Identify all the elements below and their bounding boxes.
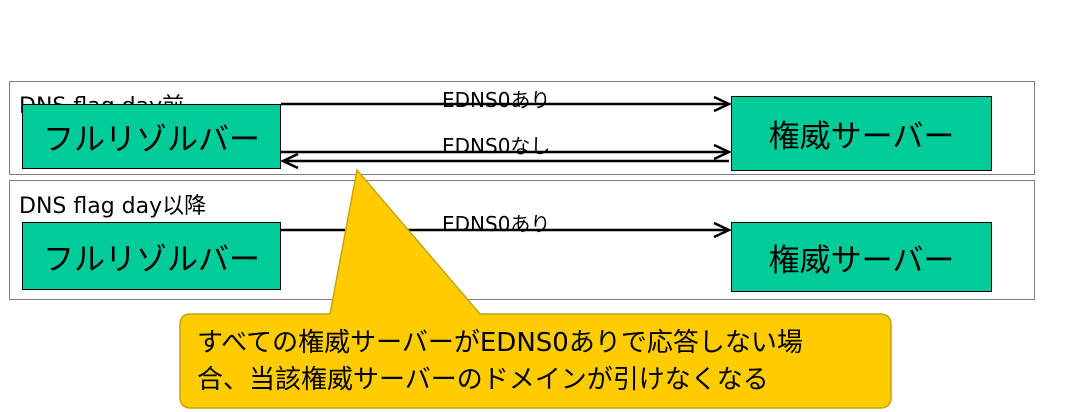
before-edns0-yes-label: EDNS0あり <box>442 88 551 112</box>
before-edns0-yes-arrow <box>281 95 732 113</box>
callout-text: すべての権威サーバーがEDNS0ありで応答しない場 合、当該権威サーバーのドメイ… <box>197 325 877 399</box>
after-edns0-yes-label: EDNS0あり <box>442 212 551 236</box>
before-edns0-no-arrow <box>280 143 732 170</box>
callout-bubble <box>179 168 892 409</box>
panel-after-title: DNS flag day以降 <box>19 194 207 219</box>
callout-line-1: すべての権威サーバーがEDNS0ありで応答しない場 <box>197 328 803 358</box>
before-authority-server-box: 権威サーバー <box>731 96 992 171</box>
before-full-resolver-box: フルリゾルバー <box>22 104 281 169</box>
callout-line-2: 合、当該権威サーバーのドメインが引けなくなる <box>197 365 769 395</box>
before-edns0-no-label: EDNS0なし <box>442 134 551 158</box>
after-full-resolver-box: フルリゾルバー <box>22 222 281 290</box>
after-authority-server-box: 権威サーバー <box>731 222 992 292</box>
